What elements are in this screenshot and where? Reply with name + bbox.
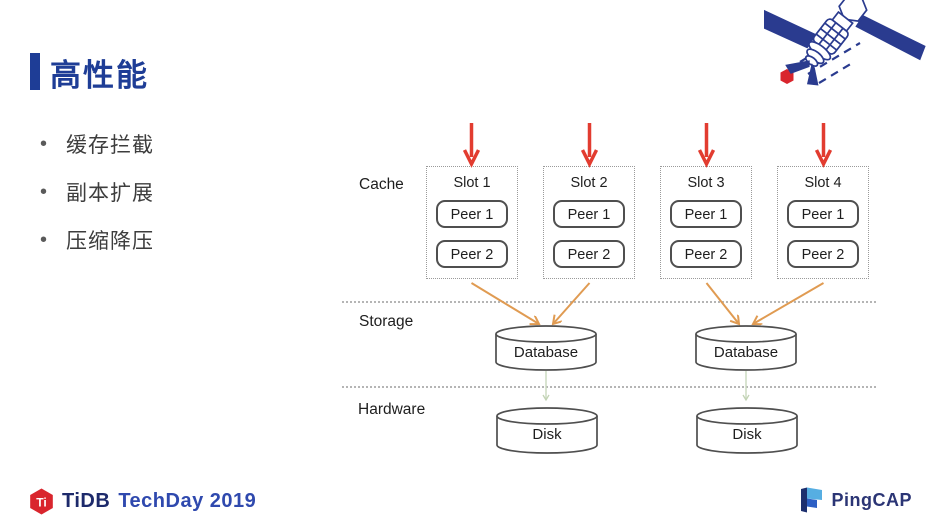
row-label-storage: Storage [359,313,414,330]
list-item: • 副本扩展 [40,177,154,207]
bullet-text: 副本扩展 [66,182,154,205]
disk-label: Disk [532,426,562,443]
peer-box: Peer 2 [436,240,508,268]
list-item: • 缓存拦截 [40,129,154,159]
bullet-text: 缓存拦截 [66,134,154,157]
pingcap-logo: PingCAP [798,486,912,514]
techday-text: TechDay 2019 [118,490,257,512]
satellite-icon [764,0,939,110]
row-label-hardware: Hardware [358,401,426,418]
pingcap-brand-text: PingCAP [831,489,912,510]
peer-box: Peer 1 [436,200,508,228]
tidb-techday-logo: Ti TiDB TechDay 2019 [27,487,256,516]
slot-box-1: Slot 1 Peer 1 Peer 2 [426,166,518,279]
bullet-dot: • [40,180,48,203]
tidb-monogram: Ti [36,495,47,509]
title-accent-bar [30,53,40,90]
bullet-text: 压缩降压 [66,230,154,253]
slot-box-3: Slot 3 Peer 1 Peer 2 [660,166,752,279]
red-ingress-arrows [462,123,833,168]
cache-storage-divider [342,301,876,303]
tidb-brand-text: TiDB [62,490,111,512]
slot-label: Slot 1 [453,175,491,191]
peer-box: Peer 1 [787,200,859,228]
disk-label: Disk [732,426,762,443]
database-label: Database [513,344,579,361]
bullet-dot: • [40,228,48,251]
pingcap-flag-icon [801,487,823,513]
bullet-list: • 缓存拦截 • 副本扩展 • 压缩降压 [40,129,154,273]
bullet-dot: • [40,132,48,155]
peer-box: Peer 2 [670,240,742,268]
slot-to-db-arrows [470,282,825,324]
slot-label: Slot 2 [570,175,608,191]
slot-box-2: Slot 2 Peer 1 Peer 2 [543,166,635,279]
storage-hardware-divider [342,386,876,388]
page-title: 高性能 [50,58,149,93]
slot-label: Slot 4 [804,175,842,191]
peer-box: Peer 1 [553,200,625,228]
database-label: Database [713,344,779,361]
slot-label: Slot 3 [687,175,725,191]
peer-box: Peer 2 [553,240,625,268]
peer-box: Peer 2 [787,240,859,268]
slot-box-4: Slot 4 Peer 1 Peer 2 [777,166,869,279]
peer-box: Peer 1 [670,200,742,228]
tidb-cube-icon: Ti [30,488,53,515]
list-item: • 压缩降压 [40,225,154,255]
row-label-cache: Cache [359,176,404,193]
